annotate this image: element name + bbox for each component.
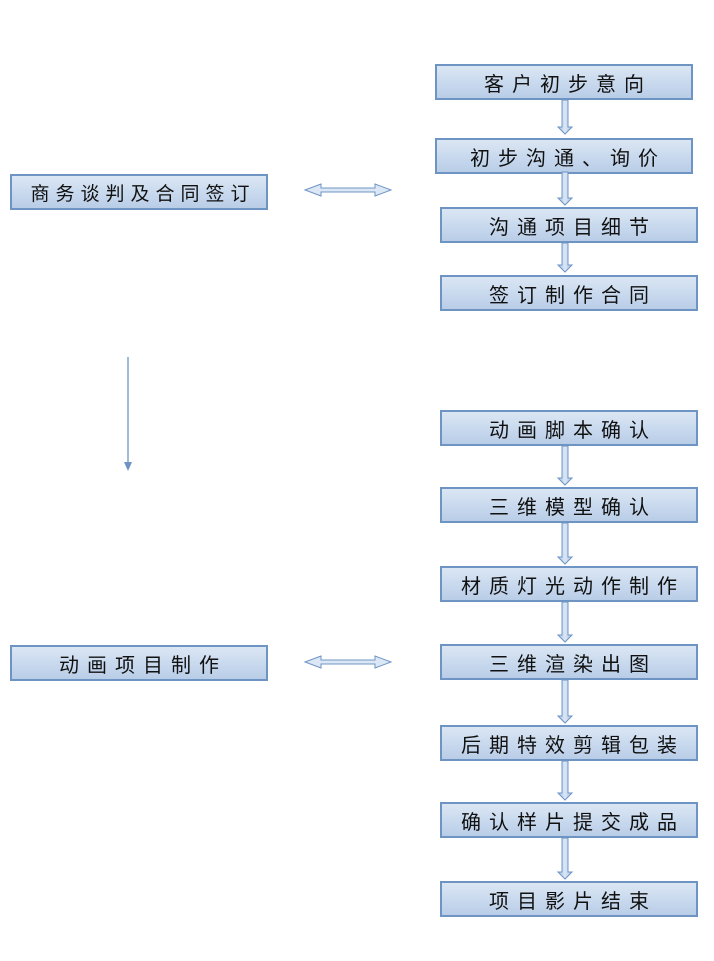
flow-step-11-label: 项目影片结束 (489, 888, 657, 913)
flow-step-1-label: 客户初步意向 (484, 71, 652, 96)
flow-down-arrow-6 (556, 601, 574, 643)
flow-step-9-label: 后期特效剪辑包装 (461, 732, 685, 757)
flow-step-6: 三维模型确认 (440, 487, 698, 523)
flow-down-arrow-9 (556, 837, 574, 880)
flow-step-5-label: 动画脚本确认 (489, 417, 657, 442)
flow-step-11: 项目影片结束 (440, 881, 698, 917)
stage-business-negotiation: 商务谈判及合同签订 (10, 174, 268, 210)
flow-step-8-label: 三维渲染出图 (489, 651, 657, 676)
stage-business-negotiation-label: 商务谈判及合同签订 (30, 182, 256, 205)
flow-step-1: 客户初步意向 (435, 64, 693, 100)
flow-step-10: 确认样片提交成品 (440, 802, 698, 838)
flow-down-arrow-1 (556, 99, 574, 135)
stage-link-arrow-1 (303, 183, 393, 197)
flow-step-7-label: 材质灯光动作制作 (461, 573, 685, 598)
stage-link-arrow-2 (303, 655, 393, 669)
flow-step-4: 签订制作合同 (440, 275, 698, 311)
flow-step-3-label: 沟通项目细节 (489, 214, 657, 239)
flow-step-3: 沟通项目细节 (440, 207, 698, 243)
flow-step-2-label: 初步沟通、询价 (470, 145, 666, 170)
flow-down-arrow-2 (556, 171, 574, 206)
stage-animation-production-label: 动画项目制作 (59, 652, 227, 677)
flow-step-6-label: 三维模型确认 (489, 494, 657, 519)
flow-step-5: 动画脚本确认 (440, 410, 698, 446)
flow-down-arrow-7 (556, 679, 574, 724)
flow-step-7: 材质灯光动作制作 (440, 566, 698, 602)
flow-step-8: 三维渲染出图 (440, 644, 698, 680)
stage-animation-production: 动画项目制作 (10, 645, 268, 681)
flow-down-arrow-4 (556, 445, 574, 486)
flow-down-arrow-8 (556, 760, 574, 801)
flow-down-arrow-3 (556, 242, 574, 273)
stage-flow-arrow-head (124, 462, 132, 471)
flow-step-9: 后期特效剪辑包装 (440, 725, 698, 761)
flow-step-4-label: 签订制作合同 (489, 282, 657, 307)
flow-step-10-label: 确认样片提交成品 (461, 809, 685, 834)
flow-down-arrow-5 (556, 522, 574, 565)
